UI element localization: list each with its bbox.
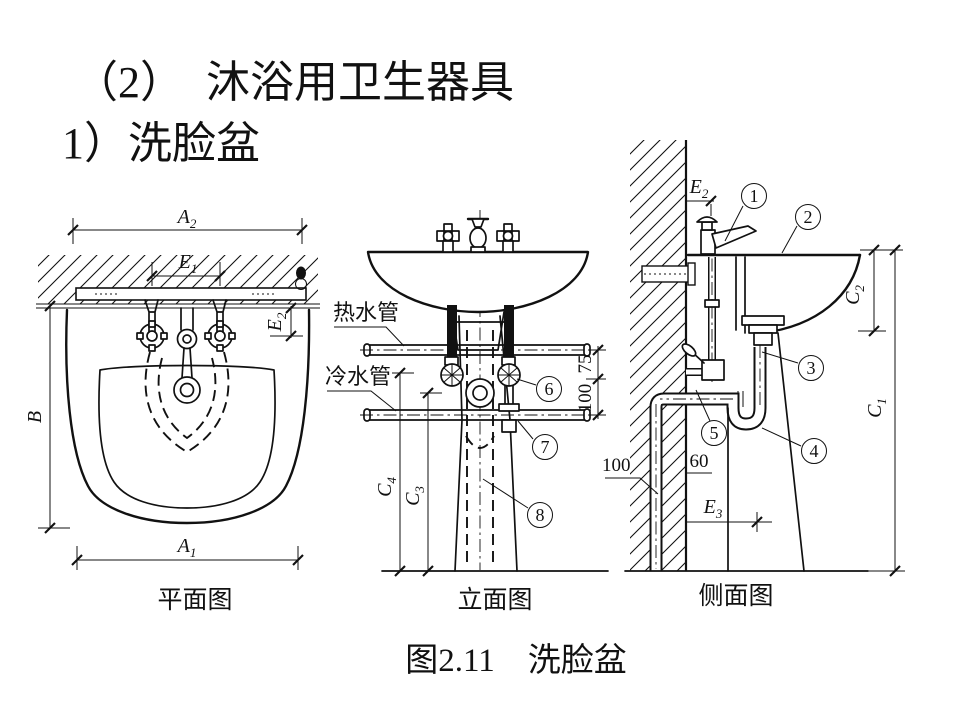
slide-title: （2） 沐浴用卫生器具 [74,58,514,107]
figure-caption: 图2.11 洗脸盆 [405,642,627,679]
plan-faucet-right [204,320,236,352]
side-supply-valve [681,235,725,382]
dim-75: 75 [575,355,596,374]
dim-A2: A2 [176,206,197,231]
elevation-left-handle [436,223,460,253]
cold-pipe-leader [327,390,397,412]
dim-E1: E1 [178,251,198,276]
side-caption: 侧面图 [698,582,773,610]
side-dim-E2: E2 [687,176,717,216]
dim-C3: C3 [402,486,427,506]
callout-5: 5 [710,423,719,443]
plan-caption: 平面图 [157,587,232,614]
side-basin [686,253,862,346]
plan-basin-outer [65,308,311,525]
dim-E2-plan: E2 [264,312,289,332]
side-height-dims: C2 C1 [842,244,905,577]
plan-bottle-symbol [295,266,307,290]
callout-3: 3 [807,358,816,378]
hot-water-pipe [360,343,594,357]
elevation-supply-valves [440,305,521,433]
side-lower-dims: 100 60 E3 [602,451,772,532]
elevation-caption: 立面图 [457,586,532,614]
plan-dimensions: A2 E1 E2 B A1 [24,206,308,570]
callout-7: 7 [541,437,550,457]
elevation-view: 热水管 冷水管 75 100 C4 C3 6 7 [325,210,609,614]
callout-2: 2 [804,207,813,227]
hot-pipe-label: 热水管 [333,300,399,325]
plan-view: A2 E1 E2 B A1 平面图 [24,206,320,614]
callout-8: 8 [536,505,545,525]
dim-A1: A1 [176,535,197,560]
elevation-basin-bowl [366,250,590,314]
side-view: E2 100 60 E3 C2 C1 1 [602,140,905,610]
elevation-callouts: 6 7 8 [482,376,562,528]
elevation-center-faucet [466,217,490,253]
dim-C1: C1 [864,398,889,418]
dim-C4: C4 [374,477,399,497]
callout-4: 4 [810,441,819,461]
side-callouts: 1 2 3 4 5 [695,183,827,464]
plan-faucet-left [136,320,168,352]
plan-drain-assembly [144,307,230,454]
slide-subtitle: 1）洗脸盆 [62,119,260,168]
dim-100-pipes: 100 [575,384,596,413]
dim-B: B [24,411,46,423]
elevation-right-handle [496,223,520,253]
elevation-height-dims: C4 C3 [374,367,442,577]
cold-water-pipe [360,408,594,422]
side-faucet [696,216,757,255]
side-drain-pipe [649,345,767,571]
hot-pipe-leader [334,326,405,347]
elevation-pipe-dims: 75 100 [575,344,606,421]
dim-E2-side: E2 [689,176,709,201]
plan-mounting-bracket [75,287,307,301]
dim-C2: C2 [842,285,867,305]
callout-1: 1 [750,186,759,206]
dim-100-wallpipe: 100 [602,455,631,476]
plan-basin-inner [98,364,276,509]
callout-6: 6 [545,379,554,399]
side-wall-bracket [641,262,696,286]
side-pedestal [727,332,805,572]
dim-E3: E3 [703,496,723,521]
cold-pipe-label: 冷水管 [325,364,391,389]
dim-60: 60 [690,451,709,472]
